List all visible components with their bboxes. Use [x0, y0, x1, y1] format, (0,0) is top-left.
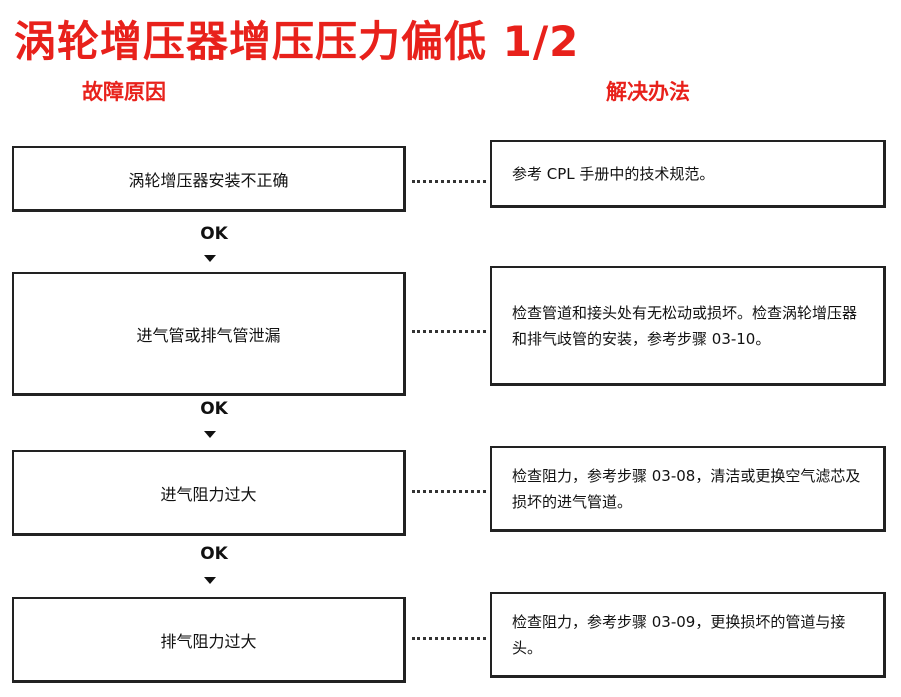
ok-label-2: OK	[200, 399, 228, 419]
solution-text-1: 参考 CPL 手册中的技术规范。	[512, 164, 715, 183]
solution-box-1: 参考 CPL 手册中的技术规范。	[490, 140, 886, 208]
down-arrow-icon	[204, 577, 216, 584]
solution-column-header: 解决办法	[606, 80, 690, 104]
cause-text-1: 涡轮增压器安装不正确	[128, 170, 289, 190]
cause-box-3: 进气阻力过大	[12, 450, 406, 536]
down-arrow-icon	[204, 431, 216, 438]
cause-text-2: 进气管或排气管泄漏	[136, 325, 281, 345]
page-title: 涡轮增压器增压压力偏低 1/2	[14, 17, 580, 66]
dotted-connector-4	[412, 637, 486, 640]
solution-box-4: 检查阻力，参考步骤 03-09，更换损坏的管道与接头。	[490, 592, 886, 678]
down-arrow-icon	[204, 255, 216, 262]
solution-box-3: 检查阻力，参考步骤 03-08，清洁或更换空气滤芯及损坏的进气管道。	[490, 446, 886, 532]
solution-box-2: 检查管道和接头处有无松动或损坏。检查涡轮增压器和排气歧管的安装，参考步骤 03-…	[490, 266, 886, 386]
cause-box-1: 涡轮增压器安装不正确	[12, 146, 406, 212]
ok-label-3: OK	[200, 544, 228, 564]
dotted-connector-1	[412, 180, 486, 183]
cause-box-4: 排气阻力过大	[12, 597, 406, 683]
solution-text-2: 检查管道和接头处有无松动或损坏。检查涡轮增压器和排气歧管的安装，参考步骤 03-…	[512, 303, 858, 348]
dotted-connector-3	[412, 490, 486, 493]
solution-text-3: 检查阻力，参考步骤 03-08，清洁或更换空气滤芯及损坏的进气管道。	[512, 466, 861, 511]
solution-text-4: 检查阻力，参考步骤 03-09，更换损坏的管道与接头。	[512, 612, 846, 657]
cause-box-2: 进气管或排气管泄漏	[12, 272, 406, 396]
cause-text-3: 进气阻力过大	[160, 484, 257, 504]
ok-label-1: OK	[200, 224, 228, 244]
cause-column-header: 故障原因	[82, 80, 166, 104]
cause-text-4: 排气阻力过大	[160, 631, 257, 651]
dotted-connector-2	[412, 330, 486, 333]
